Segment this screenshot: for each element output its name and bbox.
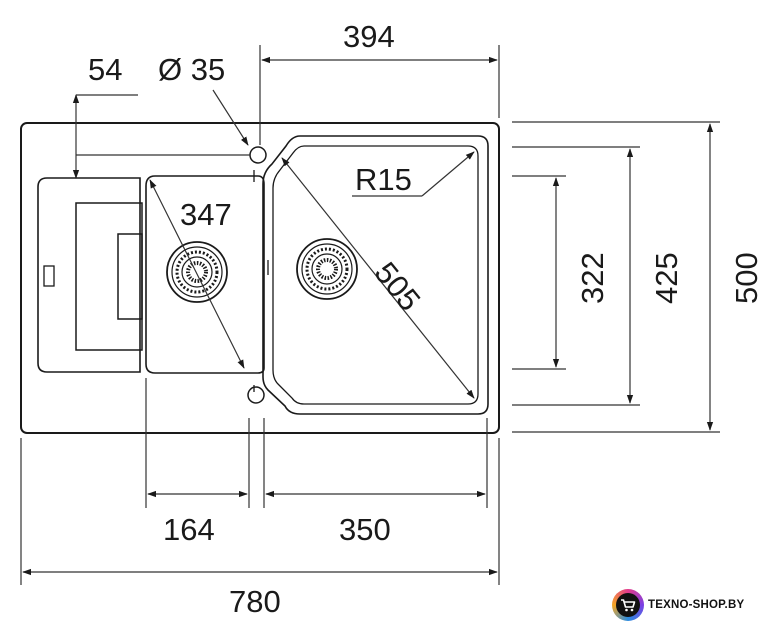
tap-hole-bottom [247,386,265,404]
sink-outline [20,122,500,434]
label-780: 780 [229,584,281,619]
label-54: 54 [88,52,122,87]
dim-347-line [149,179,245,369]
dim-hole-leader [212,89,249,146]
main-bowl-drain [296,238,358,300]
label-350: 350 [339,512,391,547]
dim-394 [259,45,500,145]
label-164: 164 [163,512,215,547]
small-bowl-drain [166,241,228,303]
drainboard [37,177,143,373]
shop-logo: TEXNO-SHOP.BY [612,588,744,622]
dim-780 [20,438,500,585]
label-347: 347 [180,197,232,232]
dim-54 [72,94,250,179]
dim-505-line [281,157,475,399]
main-bowl [262,135,489,415]
dim-bottom-bowls [145,378,488,508]
shopping-cart-icon [612,589,644,621]
label-hole-diameter: Ø 35 [158,52,225,87]
dim-verticals [512,121,720,433]
tap-hole-top [249,146,267,164]
label-505: 505 [368,255,428,317]
label-394: 394 [343,19,395,54]
label-322: 322 [575,252,610,304]
logo-text: TEXNO-SHOP.BY [648,599,745,611]
label-425: 425 [649,252,684,304]
label-500: 500 [729,252,764,304]
label-r15: R15 [355,162,412,197]
